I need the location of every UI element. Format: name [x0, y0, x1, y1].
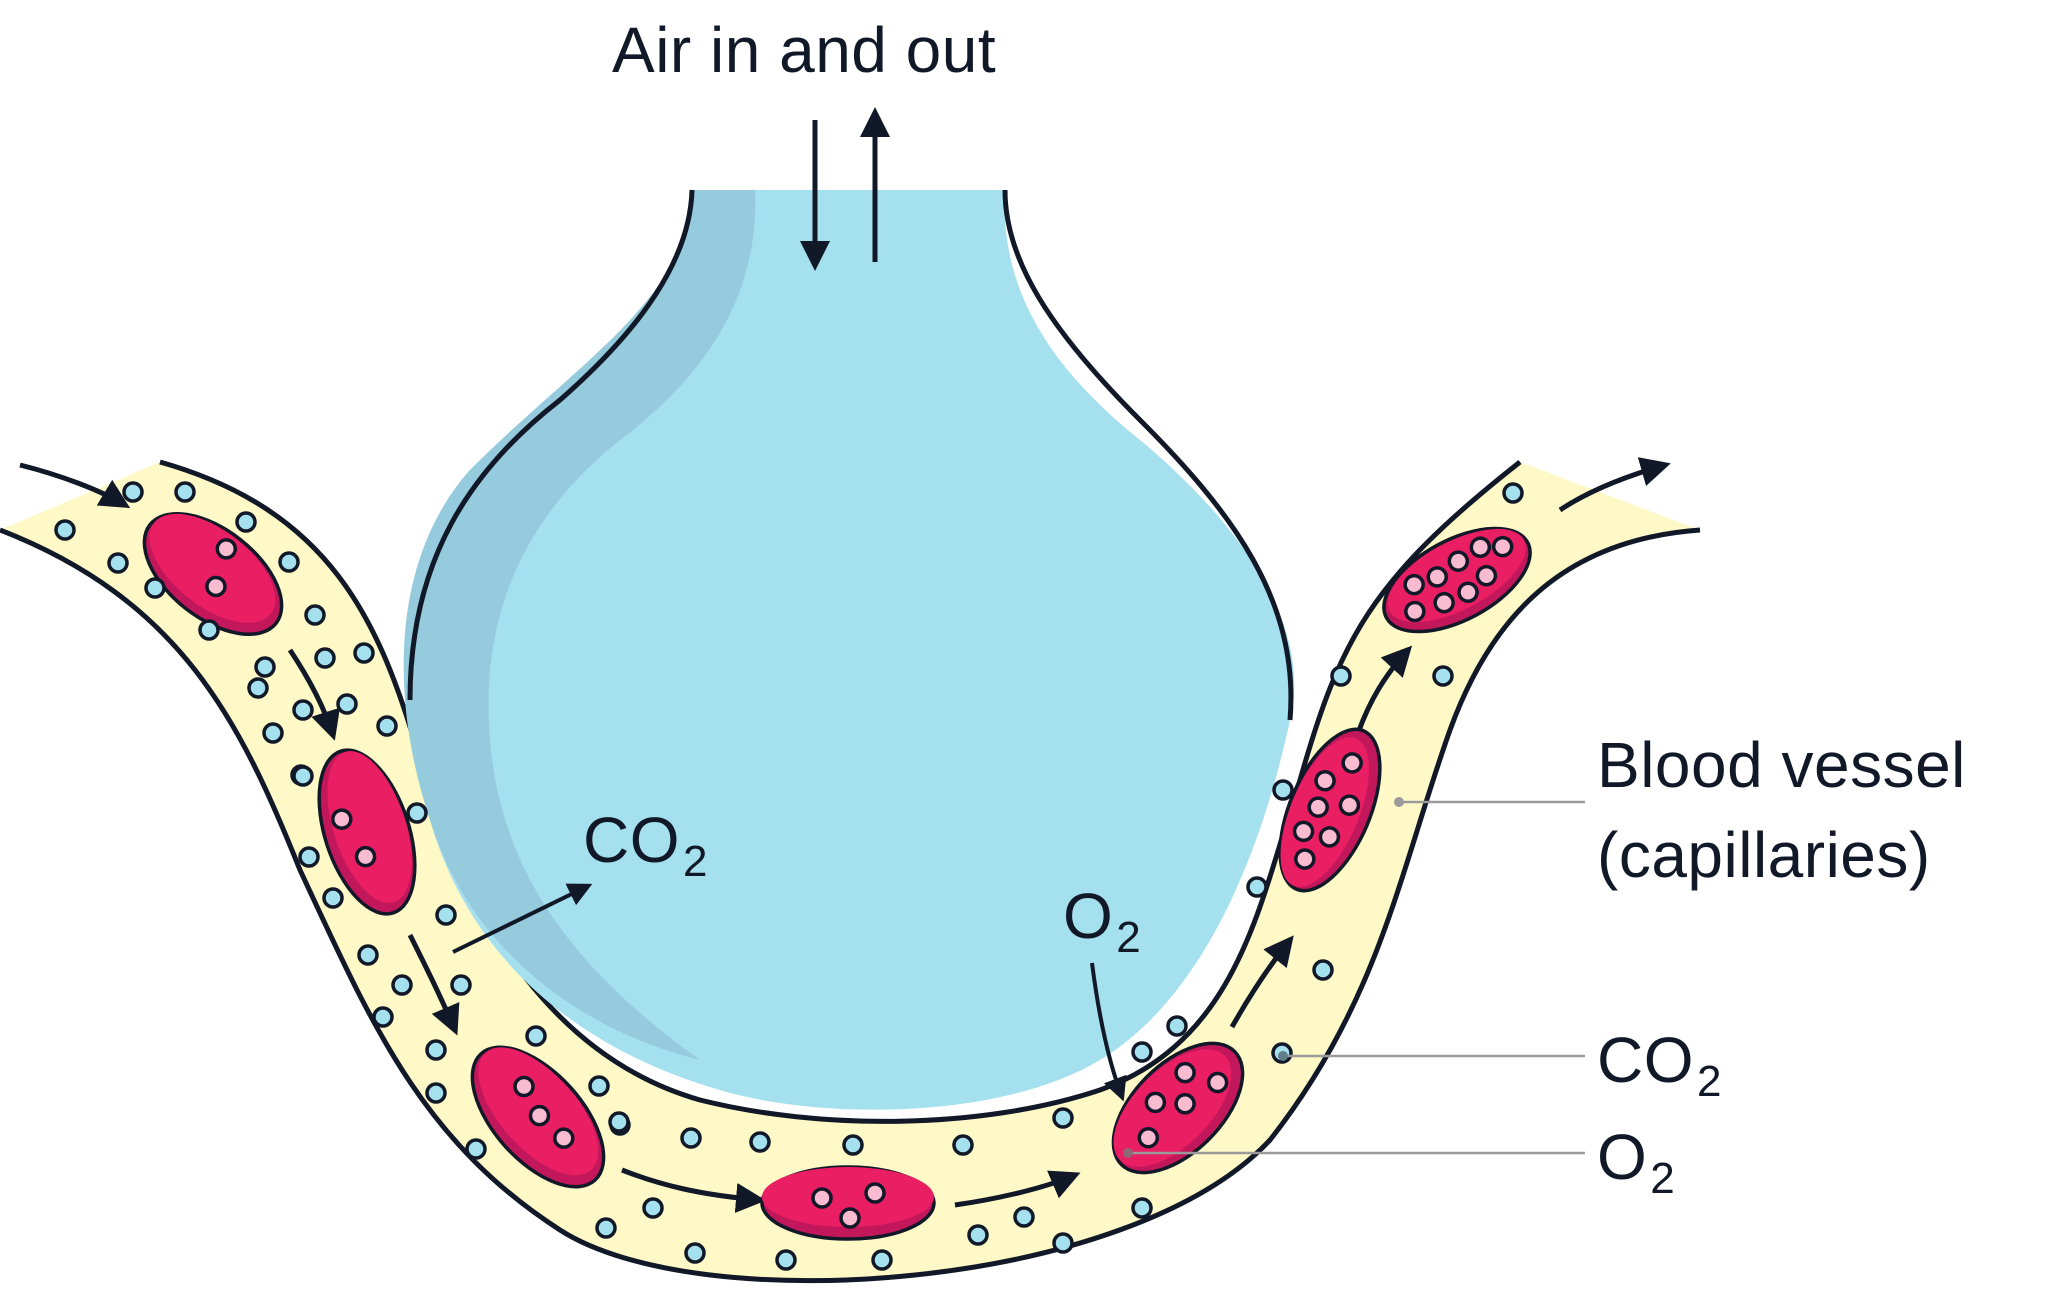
diagram-title: Air in and out [612, 14, 997, 86]
o2-label-main: O [1063, 880, 1114, 952]
capillary [0, 459, 1701, 1284]
legend-o2-main: O [1597, 1121, 1648, 1193]
o2-label-subscript: 2 [1116, 913, 1142, 962]
red-blood-cell [470, 1045, 606, 1189]
legend-o2-subscript: 2 [1650, 1154, 1676, 1203]
co2-molecules [54, 481, 1524, 1271]
red-blood-cell [1278, 727, 1382, 893]
legend-blood-vessel-line1: Blood vessel [1597, 729, 1966, 801]
gas-exchange-arrows [452, 883, 1127, 1102]
co2-label-main: CO [583, 804, 680, 876]
o2-diffusion-label: O2 [1063, 884, 1141, 960]
red-blood-cell [317, 748, 417, 916]
red-blood-cell [760, 1165, 936, 1241]
red-blood-cell [1111, 1041, 1245, 1175]
legend-co2: CO2 [1597, 1028, 1722, 1104]
co2-out-arrow [452, 883, 593, 954]
legend-blood-vessel-line2: (capillaries) [1597, 819, 1931, 891]
air-flow-arrows [800, 107, 890, 271]
o2-in-arrow [1090, 962, 1127, 1102]
legend-co2-main: CO [1597, 1024, 1694, 1096]
co2-label-subscript: 2 [683, 837, 708, 886]
co2-diffusion-label: CO2 [583, 808, 708, 884]
legend-leader-lines [1123, 797, 1585, 1158]
red-blood-cell [1382, 526, 1532, 634]
red-blood-cells [142, 512, 1532, 1241]
red-blood-cell [142, 512, 284, 636]
legend-o2: O2 [1597, 1125, 1675, 1201]
blood-flow-arrows [19, 457, 1671, 1213]
alveolus [403, 189, 1295, 1110]
legend-co2-subscript: 2 [1697, 1057, 1722, 1106]
